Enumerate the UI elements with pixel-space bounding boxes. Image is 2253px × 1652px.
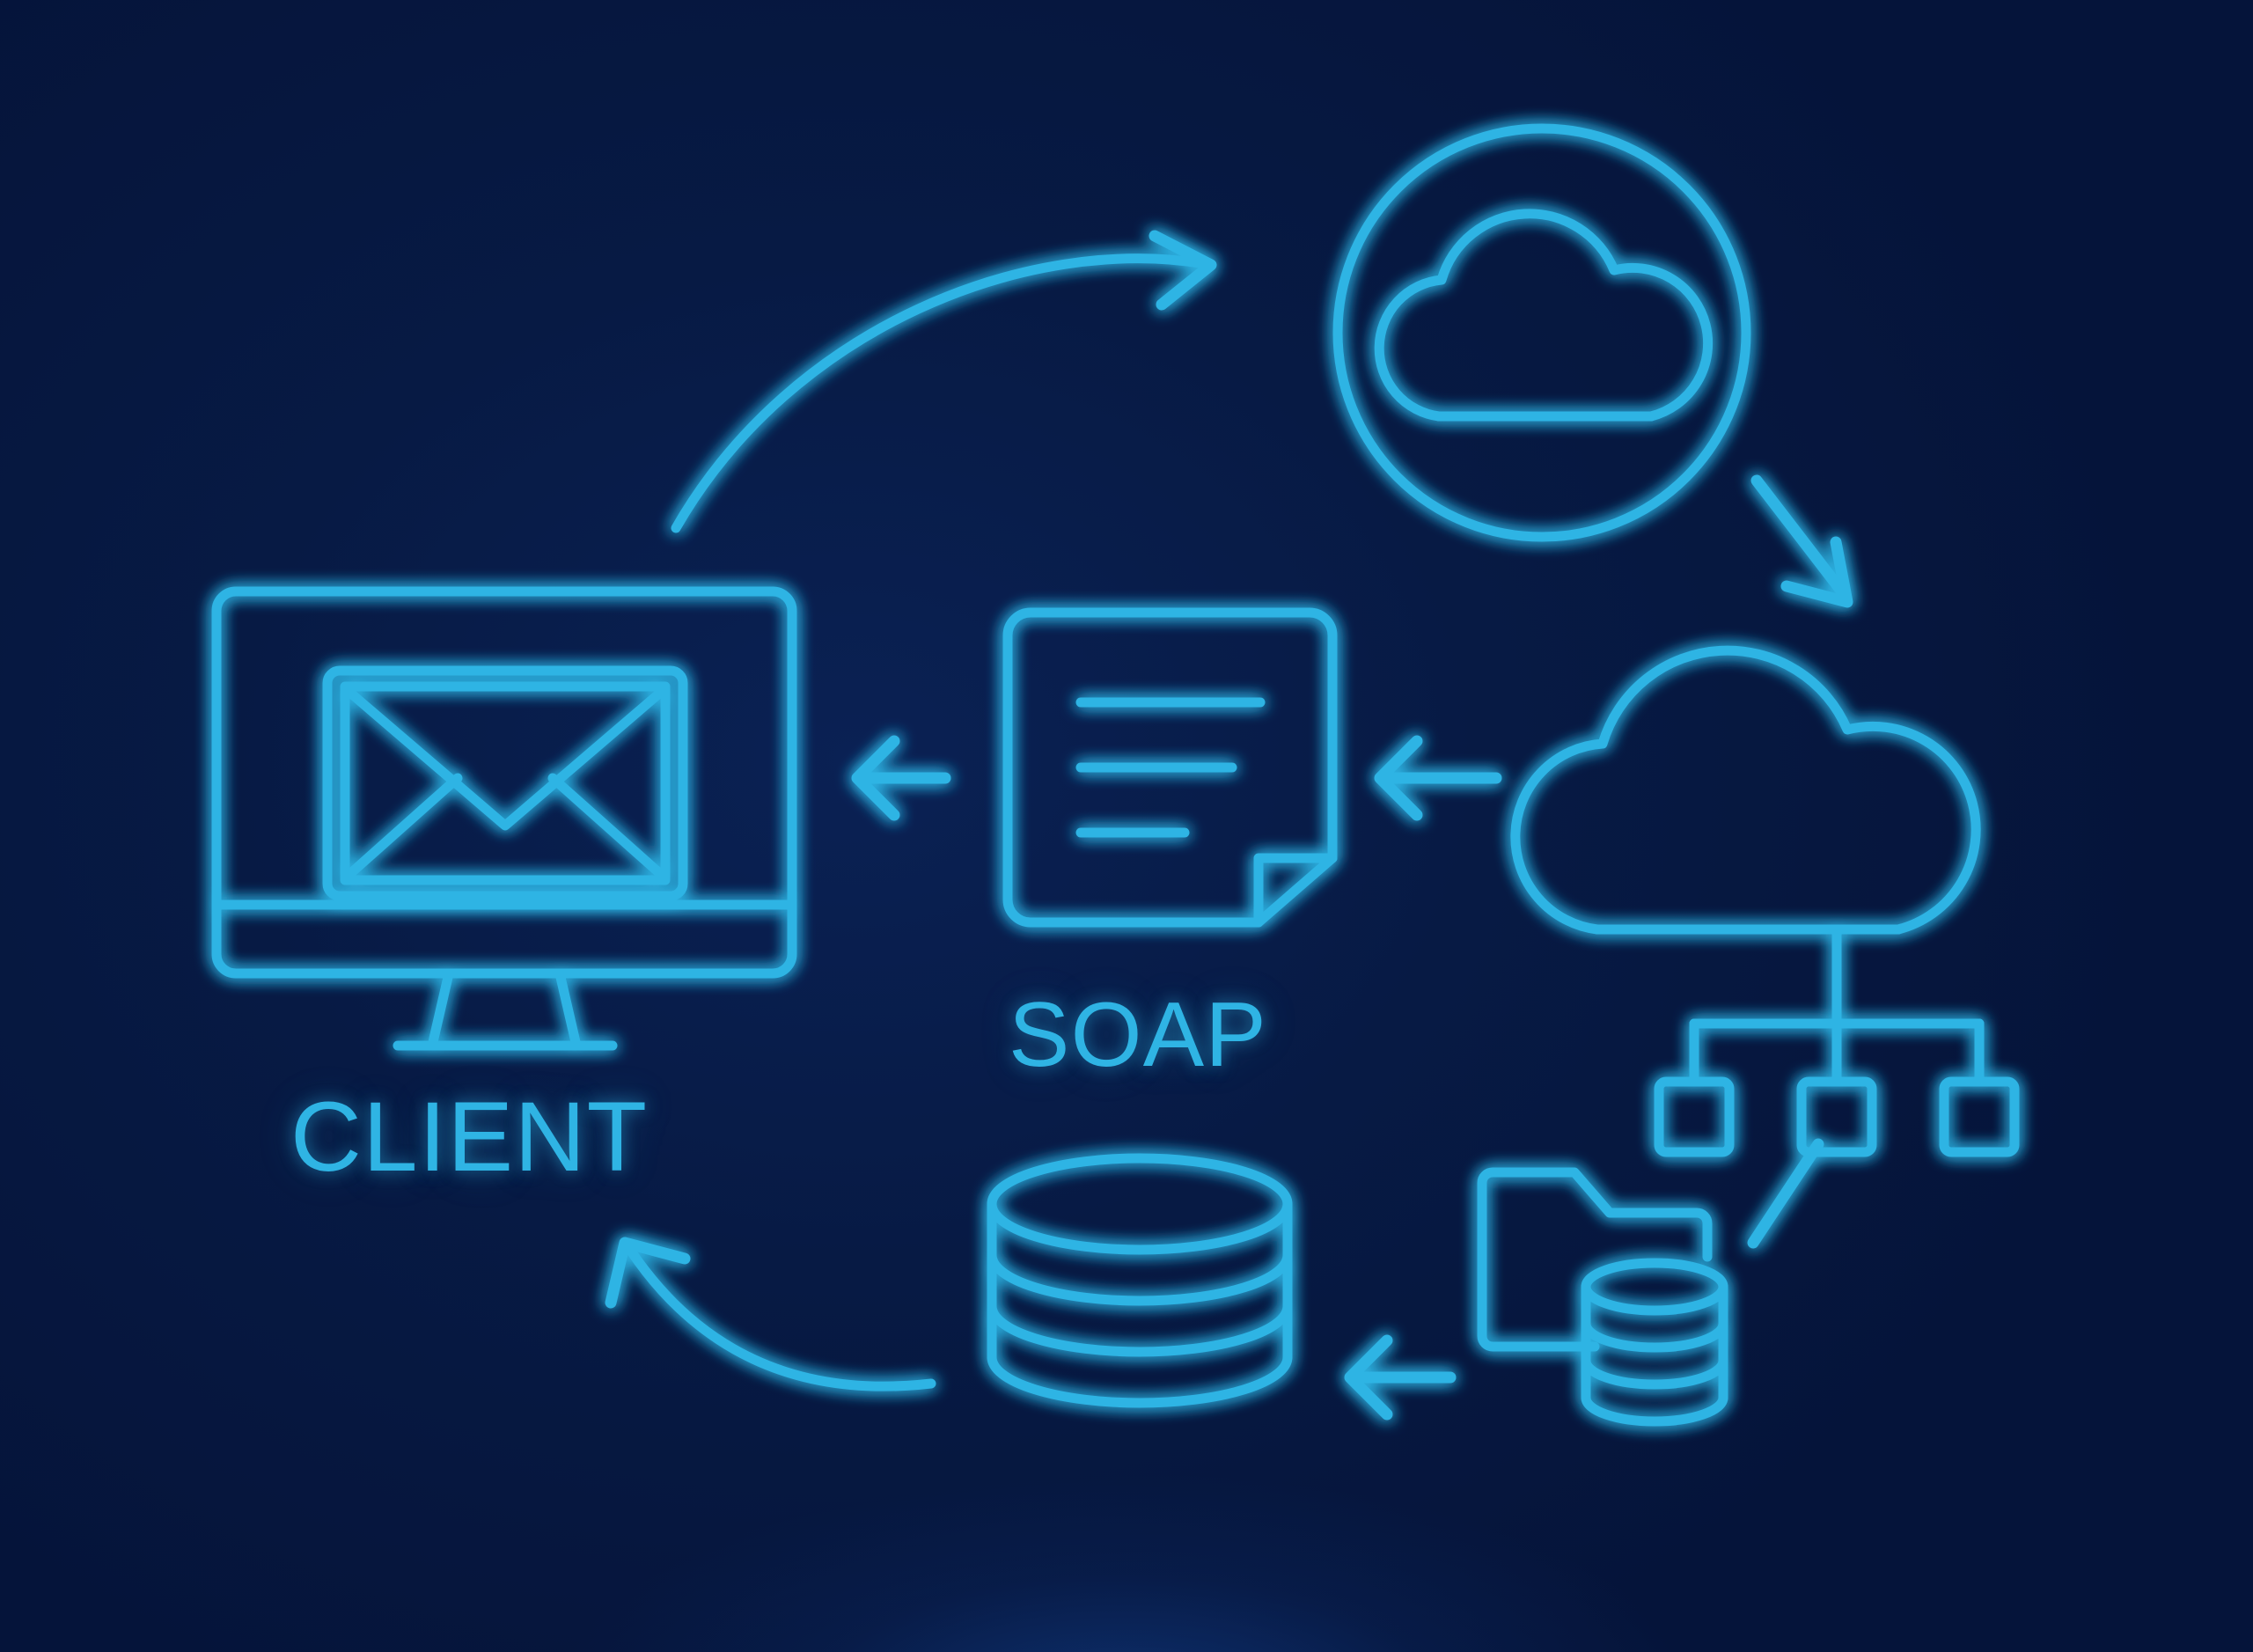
folder-database-icon: [1477, 1167, 1728, 1427]
cloud-in-circle-icon: [1332, 123, 1751, 542]
arrow-soap-to-client: [851, 735, 951, 821]
arrow-database-to-client: [605, 1237, 936, 1391]
arrow-network-to-soap: [1374, 735, 1502, 821]
arrow-client-to-cloud: [671, 230, 1217, 533]
arrow-cloud-to-network: [1750, 474, 1853, 608]
arrow-folder-to-database: [1344, 1334, 1457, 1421]
client-label: CLIENT: [290, 1082, 649, 1192]
dash-network-to-folder: [1747, 1138, 1824, 1249]
soap-label: SOAP: [1009, 984, 1267, 1086]
document-lines-icon: [1002, 607, 1338, 928]
cloud-network-icon: [1510, 645, 2020, 1157]
database-cylinder-icon: [987, 1153, 1293, 1408]
monitor-envelope-icon: [211, 586, 797, 1051]
